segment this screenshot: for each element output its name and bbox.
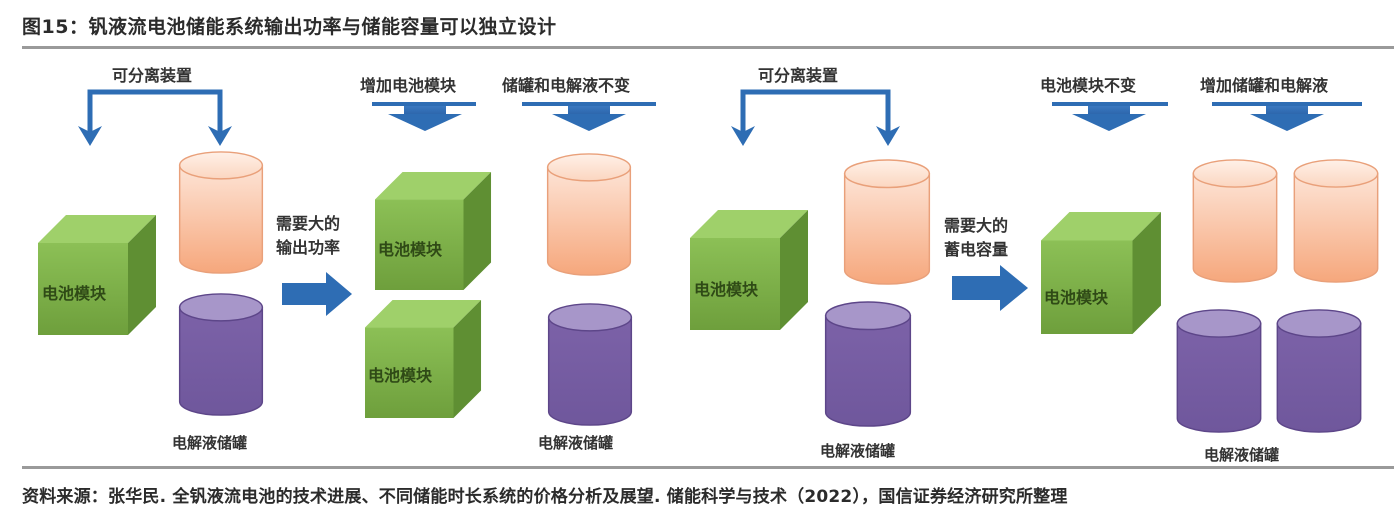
transition-label-power: 需要大的 输出功率 (276, 214, 341, 257)
electrolyte-tank-label: 电解液储罐 (538, 434, 614, 452)
battery-module-cube-icon (365, 300, 482, 418)
right-arrow-icon (952, 265, 1028, 311)
battery-module-cube-icon (1041, 212, 1161, 334)
add-modules-down-arrow-icon (372, 102, 476, 131)
battery-module-label: 电池模块 (694, 280, 759, 299)
add-tanks-label: 增加储罐和电解液 (1200, 76, 1329, 95)
electrolyte-tank-label: 电解液储罐 (1204, 446, 1280, 464)
positive-electrolyte-tank-icon (843, 159, 931, 285)
add-modules-label: 增加电池模块 (360, 76, 457, 95)
source-note: 资料来源：张华民. 全钒液流电池的技术进展、不同储能时长系统的价格分析及展望. … (22, 487, 1068, 507)
modules-unchanged-label: 电池模块不变 (1040, 76, 1137, 95)
positive-electrolyte-tank-icon (1293, 159, 1379, 283)
top-divider (22, 46, 1394, 49)
battery-module-cube-icon (690, 210, 808, 330)
separable-bracket-icon (731, 89, 900, 146)
electrolyte-tank-label: 电解液储罐 (820, 442, 896, 460)
battery-module-label: 电池模块 (1044, 288, 1109, 307)
transition-label-capacity: 需要大的 蓄电容量 (944, 216, 1009, 259)
tanks-unchanged-down-arrow-icon (522, 102, 656, 131)
negative-electrolyte-tank-icon (547, 303, 633, 426)
negative-electrolyte-tank-icon (1176, 309, 1262, 433)
positive-electrolyte-tank-icon (1192, 159, 1278, 283)
battery-module-label: 电池模块 (368, 366, 433, 385)
negative-electrolyte-tank-icon (824, 301, 912, 427)
separable-bracket-icon (78, 89, 232, 146)
separable-label: 可分离装置 (112, 66, 193, 85)
battery-module-label: 电池模块 (378, 240, 443, 259)
figure-title: 图15：钒液流电池储能系统输出功率与储能容量可以独立设计 (22, 16, 557, 38)
positive-electrolyte-tank-icon (178, 151, 264, 274)
negative-electrolyte-tank-icon (1276, 309, 1362, 433)
right-arrow-icon (282, 272, 352, 316)
modules-unchanged-down-arrow-icon (1052, 102, 1168, 131)
positive-electrolyte-tank-icon (546, 153, 632, 276)
battery-module-cube-icon (375, 172, 492, 290)
separable-label: 可分离装置 (758, 66, 839, 85)
electrolyte-tank-label: 电解液储罐 (172, 434, 248, 452)
add-tanks-down-arrow-icon (1212, 102, 1362, 131)
tanks-unchanged-label: 储罐和电解液不变 (502, 76, 631, 95)
negative-electrolyte-tank-icon (178, 293, 264, 416)
battery-module-cube-icon (38, 215, 156, 335)
battery-module-label: 电池模块 (42, 284, 107, 303)
bottom-divider (22, 466, 1394, 469)
